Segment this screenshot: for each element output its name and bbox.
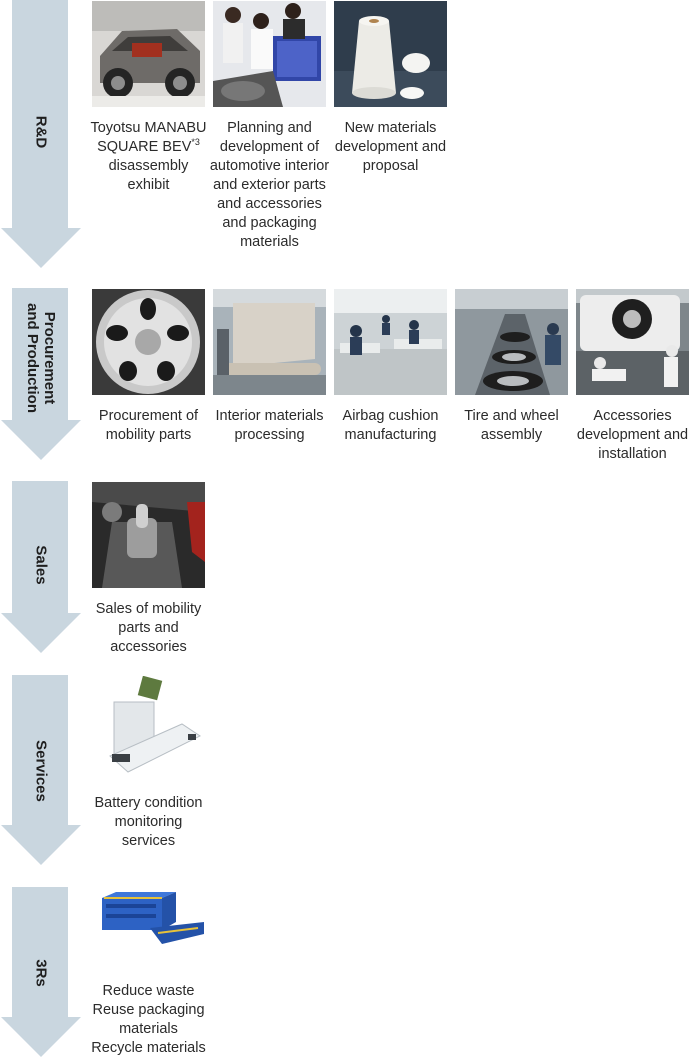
vehicle-installation-photo	[576, 289, 689, 395]
stage-label: 3Rs	[32, 959, 50, 987]
engineers-meeting-photo	[213, 1, 326, 107]
stage-arrow	[1, 0, 81, 268]
stage-3rs: 3Rs	[0, 887, 82, 1057]
tire-assembly-line-photo	[455, 289, 568, 395]
item-caption: Procurement of mobility parts	[98, 408, 199, 443]
stage-label: Sales	[32, 545, 50, 585]
item-caption: New materials development and proposal	[334, 120, 447, 174]
item-caption: Battery condition monitoring services	[94, 795, 203, 849]
stage-rd: R&D	[0, 0, 82, 268]
item-caption: Airbag cushion manufacturing	[342, 408, 439, 443]
item-caption: Planning and development of automotive i…	[209, 120, 330, 250]
stage-arrow	[1, 288, 81, 460]
stage-arrow	[1, 675, 81, 865]
item-caption: Interior materials processing	[215, 408, 324, 443]
car-console-photo	[92, 482, 205, 588]
stage-services: Services	[0, 675, 82, 865]
stage-label: R&D	[32, 115, 50, 149]
sewing-factory-photo	[334, 289, 447, 395]
item-caption: Tire and wheel assembly	[464, 408, 559, 443]
yarn-spool-photo	[334, 1, 447, 107]
stage-sales: Sales	[0, 481, 82, 653]
stage-arrow	[1, 481, 81, 653]
stage-arrow	[1, 887, 81, 1057]
fabric-roll-photo	[213, 289, 326, 395]
folding-crate-photo	[92, 888, 205, 954]
item-caption: Sales of mobility parts and accessories	[95, 601, 202, 655]
stage-label: Services	[32, 740, 50, 802]
item-caption: Reduce waste Reuse packaging materials R…	[91, 983, 206, 1056]
alloy-wheel-photo	[92, 289, 205, 395]
car-chassis-photo	[92, 1, 205, 107]
battery-monitor-device-photo	[92, 676, 205, 782]
item-caption: Accessories development and installation	[576, 408, 689, 462]
